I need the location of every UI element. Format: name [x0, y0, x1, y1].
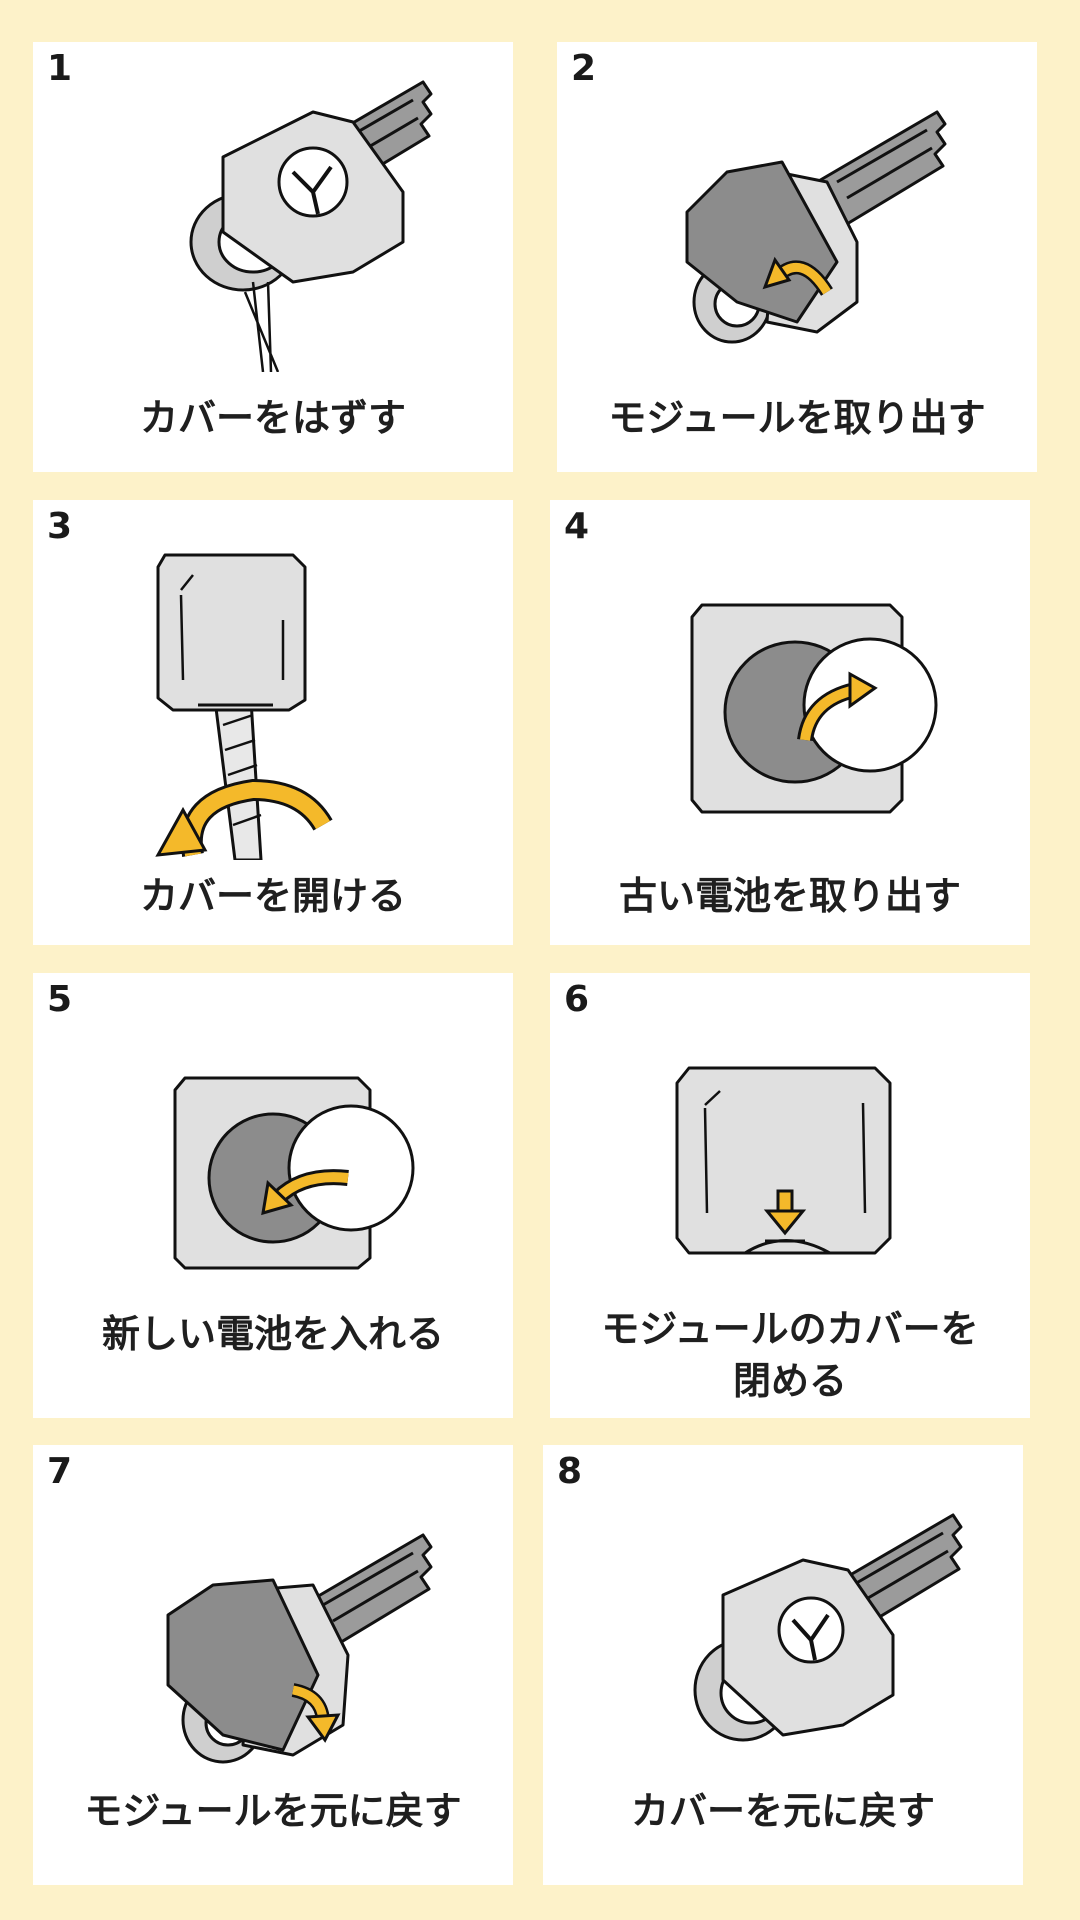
- step-caption: 新しい電池を入れる: [101, 1312, 444, 1356]
- step-caption: モジュールのカバーを 閉める: [601, 1307, 979, 1403]
- remove-module-illustration: [657, 62, 957, 362]
- step-number: 4: [564, 506, 590, 547]
- step-caption: モジュールを取り出す: [608, 396, 986, 440]
- step-caption: 古い電池を取り出す: [618, 874, 961, 918]
- step-panel-1: 1 カバーをはずす: [33, 42, 513, 472]
- step-panel-2: 2 モジュールを取り出す: [557, 42, 1037, 472]
- step-panel-7: 7 モジュールを元に戻す: [33, 1445, 513, 1885]
- insert-new-battery-illustration: [173, 1073, 433, 1273]
- step-number: 6: [564, 979, 590, 1020]
- replace-cover-illustration: [663, 1485, 983, 1775]
- step-panel-3: 3 カバーを開ける: [33, 500, 513, 945]
- step-panel-4: 4 古い電池を取り出す: [550, 500, 1030, 945]
- step-number: 5: [47, 979, 73, 1020]
- step-caption: カバーを元に戻す: [630, 1789, 935, 1833]
- step-number: 8: [557, 1451, 583, 1492]
- step-panel-6: 6 モジュールのカバーを 閉める: [550, 973, 1030, 1418]
- step-panel-8: 8 カバーを元に戻す: [543, 1445, 1023, 1885]
- step-caption: モジュールを元に戻す: [84, 1789, 462, 1833]
- return-module-illustration: [143, 1495, 463, 1795]
- step-number: 2: [571, 48, 597, 89]
- step-number: 1: [47, 48, 73, 89]
- step-panel-5: 5 新しい電池を入れる: [33, 973, 513, 1418]
- open-cover-illustration: [153, 550, 413, 860]
- remove-old-battery-illustration: [690, 600, 970, 820]
- step-caption: カバーを開ける: [139, 874, 406, 918]
- step-number: 3: [47, 506, 73, 547]
- close-module-cover-illustration: [675, 1063, 905, 1263]
- step-number: 7: [47, 1451, 73, 1492]
- step-caption: カバーをはずす: [139, 396, 406, 440]
- key-with-cover-illustration: [153, 42, 483, 372]
